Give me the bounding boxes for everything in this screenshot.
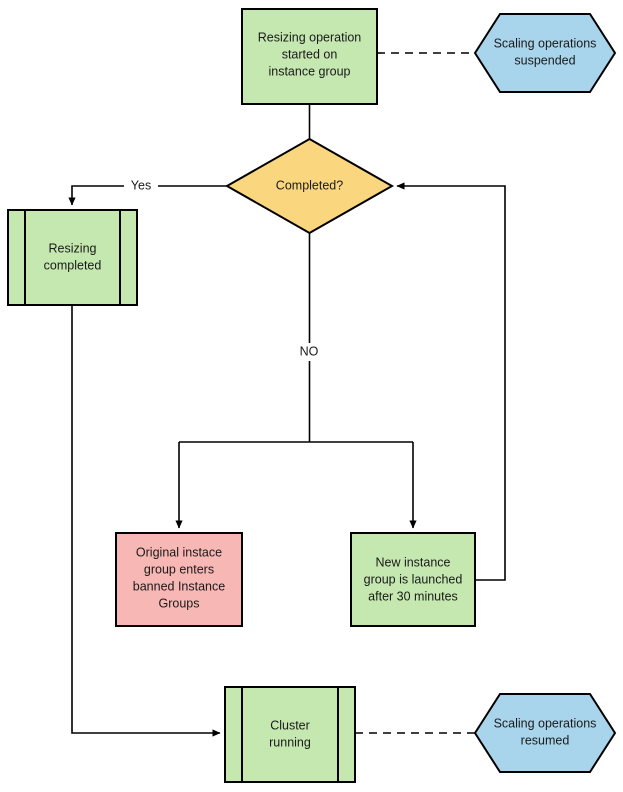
no-label-backdrop: [292, 343, 326, 361]
original-group-banned-label-4: Groups: [159, 596, 200, 610]
yes-label-backdrop: [124, 177, 158, 194]
scaling-suspended-label-2: suspended: [514, 53, 575, 67]
original-group-banned-shape: [115, 532, 243, 627]
no-label: NO: [300, 344, 319, 358]
completed-decision-label: Completed?: [276, 178, 343, 192]
new-group-launched-label-3: after 30 minutes: [368, 589, 458, 603]
original-group-banned-label-2: group enters: [144, 562, 214, 576]
original-group-banned-label-1: Original instace: [136, 545, 222, 559]
resizing-started-label-2: started on: [282, 47, 338, 61]
edge-decision-yes: [68, 185, 227, 206]
node-new-group-launched[interactable]: New instance group is launched after 30 …: [350, 532, 476, 627]
resizing-started-label-3: instance group: [268, 64, 350, 78]
scaling-suspended-label-1: Scaling operations: [494, 36, 597, 50]
resizing-started-shape: [241, 8, 378, 105]
completed-decision-shape: [224, 137, 395, 235]
node-resizing-started[interactable]: Resizing operation started on instance g…: [241, 8, 378, 105]
edge-new-group-to-decision: [396, 182, 506, 581]
node-original-group-banned[interactable]: Original instace group enters banned Ins…: [115, 532, 243, 627]
edge-resizing-to-cluster: [71, 305, 221, 737]
connectors-group: [68, 52, 506, 737]
new-group-launched-label-2: group is launched: [364, 572, 463, 586]
cluster-running-shape: [224, 686, 356, 783]
scaling-suspended-shape: [473, 13, 617, 93]
node-scaling-resumed[interactable]: Scaling operations resumed: [473, 693, 617, 773]
original-group-banned-label-3: banned Instance: [133, 579, 225, 593]
scaling-resumed-shape: [473, 693, 617, 773]
node-resizing-completed[interactable]: Resizing completed: [7, 209, 138, 306]
cluster-running-label-2: running: [269, 735, 311, 749]
yes-label: Yes: [131, 178, 151, 192]
new-group-launched-shape: [350, 532, 476, 627]
resizing-started-label-1: Resizing operation: [258, 30, 362, 44]
scaling-resumed-label-2: resumed: [521, 733, 570, 747]
resizing-completed-label-2: completed: [44, 258, 102, 272]
edge-labels-group: Yes NO: [124, 177, 326, 361]
scaling-resumed-label-1: Scaling operations: [494, 716, 597, 730]
cluster-running-label-1: Cluster: [270, 718, 310, 732]
node-cluster-running[interactable]: Cluster running: [224, 686, 356, 783]
node-scaling-suspended[interactable]: Scaling operations suspended: [473, 13, 617, 93]
resizing-completed-label-1: Resizing: [49, 241, 97, 255]
new-group-launched-label-1: New instance: [375, 555, 450, 569]
node-completed-decision[interactable]: Completed?: [224, 137, 395, 235]
resizing-completed-shape: [7, 209, 138, 306]
